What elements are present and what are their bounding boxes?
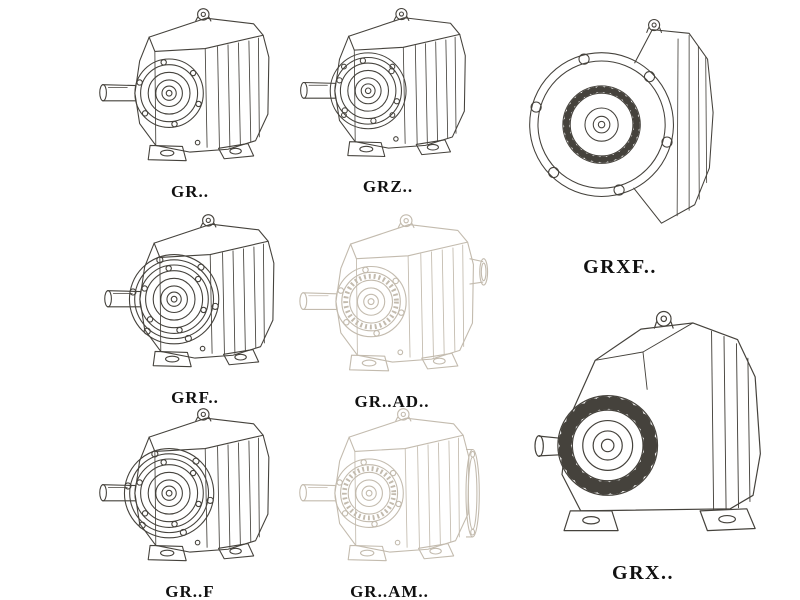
gearbox-drawing-grx	[508, 298, 778, 558]
figure-label-gr: GR..	[171, 181, 209, 201]
figure-grf: GRF..	[90, 208, 300, 408]
figure-grad: GR..AD..	[292, 208, 492, 412]
figure-label-grx: GRX..	[612, 561, 674, 584]
gearbox-drawing-gr	[95, 2, 285, 178]
gearbox-drawing-grfoot	[95, 402, 285, 578]
figure-grfoot: GR..F	[90, 402, 290, 600]
figure-label-grz: GRZ..	[362, 177, 414, 197]
gearbox-drawing-grxf	[514, 2, 726, 242]
figure-grz: GRZ..	[293, 2, 483, 197]
gearbox-drawing-grz	[296, 2, 481, 173]
figure-label-grfoot: GR..F	[165, 581, 215, 600]
figure-gram: GR..AM..	[292, 402, 487, 600]
gearbox-drawing-grf	[100, 208, 290, 384]
figure-label-grad: GR..AD..	[354, 392, 430, 412]
figure-gr: GR..	[90, 2, 290, 202]
figure-label-grxf: GRXF..	[583, 255, 657, 278]
figure-grxf: GRXF..	[500, 2, 740, 279]
figure-label-gram: GR..AM..	[350, 581, 429, 600]
figure-grx: GRX..	[498, 298, 788, 585]
figure-label-grf: GRF..	[171, 387, 219, 407]
gearbox-drawing-gram	[295, 402, 480, 578]
gearbox-drawing-grad	[295, 208, 488, 388]
